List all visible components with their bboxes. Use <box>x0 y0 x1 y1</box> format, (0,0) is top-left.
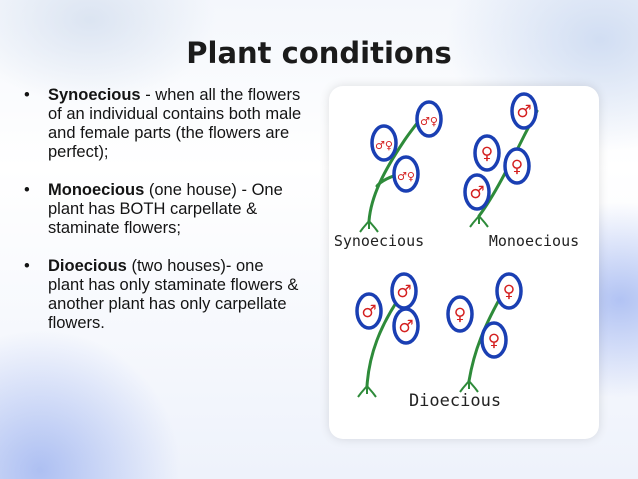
bullet-monoecious: • Monoecious (one house) - One plant has… <box>22 181 302 238</box>
flower-head <box>370 124 398 162</box>
bullet-dot: • <box>24 181 30 199</box>
male-symbol: ♂ <box>361 302 376 322</box>
bullet-term: Synoecious <box>48 86 141 104</box>
flower-head <box>392 307 420 345</box>
plants-layer: ♂♀♂♀♂♀♂♀♀♂♂♂♂♀♀♀ <box>355 92 539 398</box>
flower-head <box>355 292 383 330</box>
male-symbol: ♂ <box>469 183 484 203</box>
bullet-list: • Synoecious - when all the flowers of a… <box>22 86 302 352</box>
flower-head <box>495 272 523 310</box>
female-symbol: ♀ <box>454 305 466 325</box>
flower-head <box>503 147 531 185</box>
bullet-text: (two houses)- one plant has only stamina… <box>48 257 299 332</box>
flower-head <box>446 295 474 333</box>
flower-head <box>473 134 501 172</box>
flower-head <box>510 92 538 130</box>
label-synoecious: Synoecious <box>334 232 424 250</box>
plant-roots <box>359 220 379 233</box>
male-symbol: ♂ <box>398 317 413 337</box>
female-symbol: ♀ <box>511 157 523 177</box>
label-dioecious: Dioecious <box>409 391 501 411</box>
bullet-text: - when all the flowers of an individual … <box>48 86 302 161</box>
bisexual-symbol: ♂♀ <box>420 115 438 128</box>
flower-head <box>480 321 508 359</box>
plant-roots <box>469 215 489 228</box>
label-monoecious: Monoecious <box>489 232 579 250</box>
bullet-term: Monoecious <box>48 181 145 199</box>
plant-roots <box>357 385 377 398</box>
male-symbol: ♂ <box>396 282 411 302</box>
plant-roots <box>459 380 479 393</box>
bullet-term: Dioecious <box>48 257 127 275</box>
bullet-dot: • <box>24 257 30 275</box>
flower-head <box>463 173 491 211</box>
bisexual-symbol: ♂♀ <box>375 139 393 152</box>
bullet-dot: • <box>24 86 30 104</box>
bullet-dioecious: • Dioecious (two houses)- one plant has … <box>22 257 302 333</box>
bisexual-symbol: ♂♀ <box>397 170 415 183</box>
female-symbol: ♀ <box>503 282 515 302</box>
slide-title: Plant conditions <box>186 36 452 70</box>
female-symbol: ♀ <box>481 144 493 164</box>
plant-diagram: ♂♀♂♀♂♀♂♀♀♂♂♂♂♀♀♀ Synoecious Monoecious D… <box>334 92 579 411</box>
bullet-synoecious: • Synoecious - when all the flowers of a… <box>22 86 302 162</box>
bullet-text: (one house) - One plant has BOTH carpell… <box>48 181 283 237</box>
plant-diagram-card: ♂♀♂♀♂♀♂♀♀♂♂♂♂♀♀♀ Synoecious Monoecious D… <box>329 86 599 439</box>
female-symbol: ♀ <box>488 331 500 351</box>
flower-head <box>392 155 420 193</box>
male-symbol: ♂ <box>516 102 531 122</box>
flower-head <box>415 100 443 138</box>
